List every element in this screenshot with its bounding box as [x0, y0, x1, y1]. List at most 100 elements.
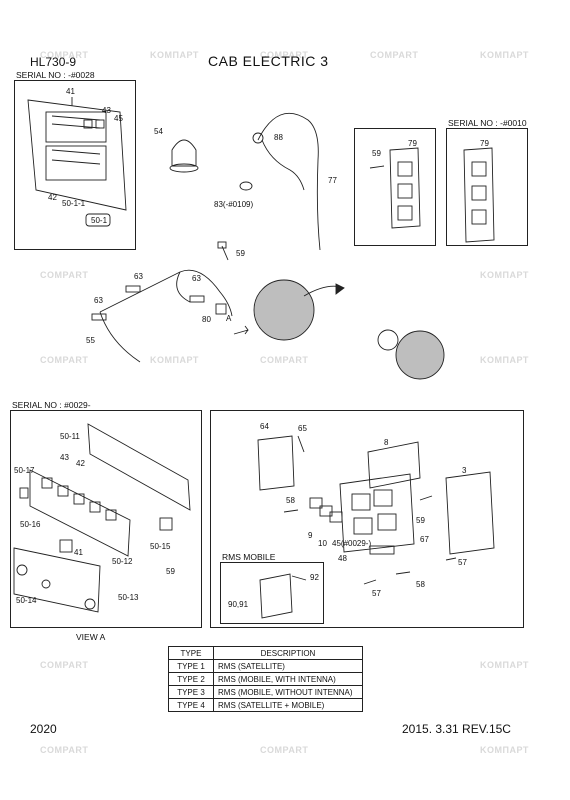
view-a-caption: VIEW A: [76, 632, 106, 642]
table-cell: RMS (SATELLITE): [213, 659, 363, 673]
watermark: COMPART: [370, 50, 419, 60]
part-label: 55: [86, 336, 95, 345]
type-table: TYPE DESCRIPTION TYPE 1 RMS (SATELLITE) …: [168, 646, 363, 712]
cover-3: [445, 471, 495, 555]
watermark: KOMПАРТ: [150, 355, 199, 365]
part-label: 63: [134, 272, 143, 281]
part-label: 42: [76, 459, 85, 468]
table-row: TYPE 4 RMS (SATELLITE + MOBILE): [168, 698, 363, 712]
watermark: COMPART: [40, 745, 89, 755]
part-label: 63: [192, 274, 201, 283]
serial-label-top-left: SERIAL NO : -#0028: [16, 70, 95, 80]
part-label: 50-15: [150, 542, 171, 551]
table-header: TYPE: [168, 646, 214, 660]
table-header: DESCRIPTION: [213, 646, 363, 660]
part-label: 67: [420, 535, 429, 544]
table-header-row: TYPE DESCRIPTION: [168, 646, 363, 660]
page-title: CAB ELECTRIC 3: [208, 53, 329, 69]
table-cell: TYPE 3: [168, 685, 214, 699]
part-label: 42: [48, 193, 57, 202]
frame-bottom-right: [210, 410, 524, 628]
table-cell: RMS (MOBILE, WITHOUT INTENNA): [213, 685, 363, 699]
part-label: 90,91: [228, 600, 249, 609]
part-label: 54: [154, 127, 163, 136]
serial-label-top-right: SERIAL NO : -#0010: [448, 118, 527, 128]
table-row: TYPE 3 RMS (MOBILE, WITHOUT INTENNA): [168, 685, 363, 699]
part-label: 43: [60, 453, 69, 462]
rms-mobile-unit: [259, 573, 293, 619]
part-label: 48: [338, 554, 347, 563]
part-label: 50-13: [118, 593, 139, 602]
fuse-block: [45, 145, 107, 181]
part-label: 3: [462, 466, 467, 475]
part-label: 88: [274, 133, 283, 142]
relay-block: [45, 111, 107, 143]
part-label: 83(-#0109): [214, 200, 254, 209]
fuse-box-view-a: [13, 547, 101, 613]
table-cell: TYPE 2: [168, 672, 214, 686]
part-label: 59: [372, 149, 381, 158]
part-label: 64: [260, 422, 269, 431]
watermark: COMPART: [260, 50, 309, 60]
part-label: 50-17: [14, 466, 35, 475]
part-label: 50-1: [91, 216, 108, 225]
part-label: 43: [102, 106, 111, 115]
watermark: KOMПАРТ: [480, 270, 529, 280]
frame-top-right-a: [354, 128, 436, 246]
detail-bubble-small: [377, 329, 399, 351]
watermark: KOMПАРТ: [150, 50, 199, 60]
part-label: 58: [286, 496, 295, 505]
main-unit: [339, 473, 415, 553]
rms-mobile-caption: RMS MOBILE: [222, 552, 276, 562]
part-label: 59: [416, 516, 425, 525]
watermark: KOMПАРТ: [480, 660, 529, 670]
watermark: KOMПАРТ: [480, 50, 529, 60]
serial-label-bottom-left: SERIAL NO : #0029-: [12, 400, 91, 410]
callout-50-1-box: [85, 213, 111, 227]
part-label: 10: [318, 539, 327, 548]
part-label: 80: [202, 315, 211, 324]
connector-block: [29, 469, 131, 557]
part-label: 57: [372, 589, 381, 598]
part-label: 8: [384, 438, 389, 447]
table-row: TYPE 1 RMS (SATELLITE): [168, 659, 363, 673]
part-label: 92: [310, 573, 319, 582]
frame-top-left: [14, 80, 136, 250]
page-number: 2020: [30, 722, 57, 736]
part-label: 45(#0029-): [332, 539, 372, 548]
part-label: 59: [236, 249, 245, 258]
part-label: 58: [416, 580, 425, 589]
table-cell: RMS (MOBILE, WITH INTENNA): [213, 672, 363, 686]
revision-date: 2015. 3.31 REV.15C: [402, 722, 511, 736]
part-label: 79: [480, 139, 489, 148]
detail-bubble-left: [253, 279, 315, 341]
part-label: 63: [94, 296, 103, 305]
table-row: TYPE 2 RMS (MOBILE, WITH INTENNA): [168, 672, 363, 686]
frame-bottom-left: [10, 410, 202, 628]
watermark: COMPART: [40, 660, 89, 670]
controller-64: [257, 435, 295, 491]
part-label: 41: [66, 87, 75, 96]
table-cell: TYPE 4: [168, 698, 214, 712]
part-label: 9: [308, 531, 313, 540]
frame-rms-mobile: [220, 562, 324, 624]
watermark: COMPART: [40, 355, 89, 365]
part-label: 50-14: [16, 596, 37, 605]
part-label: 50-11: [60, 432, 80, 441]
table-cell: TYPE 1: [168, 659, 214, 673]
part-label: 50-1-1: [62, 199, 86, 208]
part-label: 57: [458, 558, 467, 567]
watermark: COMPART: [40, 270, 89, 280]
part-label: 77: [328, 176, 337, 185]
model-number: HL730-9: [30, 55, 77, 69]
part-label: A: [226, 314, 232, 323]
watermark: COMPART: [260, 745, 309, 755]
part-label: 79: [408, 139, 417, 148]
mounting-plate: [87, 423, 191, 511]
part-label: 45: [114, 114, 123, 123]
frame-top-right-b: [446, 128, 528, 246]
watermark: COMPART: [260, 355, 309, 365]
watermark: COMPART: [40, 50, 89, 60]
table-cell: RMS (SATELLITE + MOBILE): [213, 698, 363, 712]
